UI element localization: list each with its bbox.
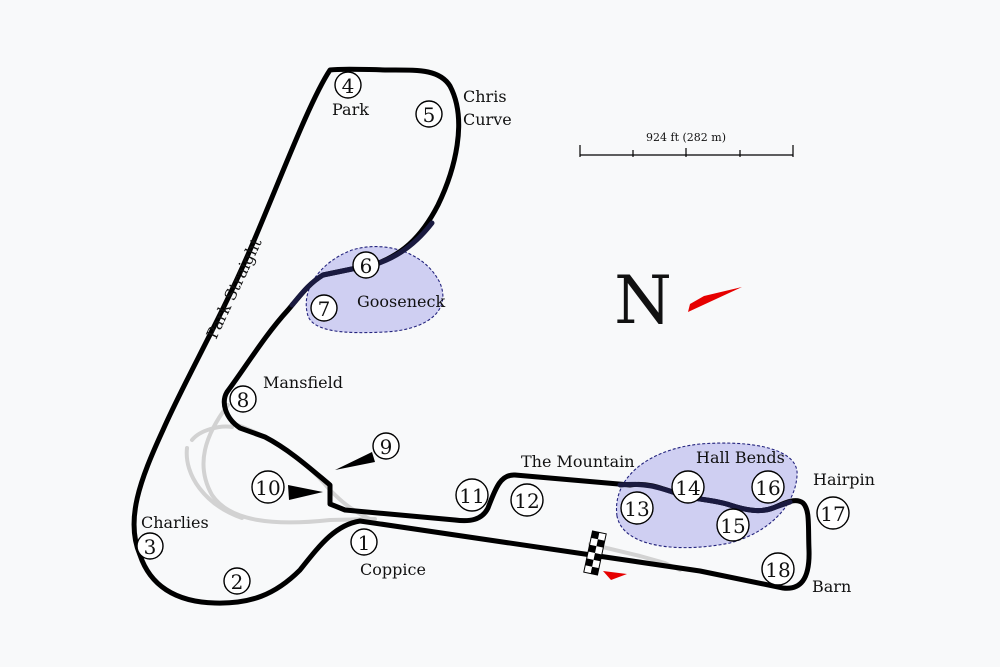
- turn-number: 12: [514, 489, 539, 513]
- turn-marker-16: [751, 470, 785, 504]
- turn-number: 2: [231, 570, 244, 594]
- turn-number: 13: [624, 497, 649, 521]
- turn-marker-1: [350, 528, 378, 556]
- turn-markers: [136, 71, 850, 595]
- turn-marker-3: [136, 532, 164, 560]
- turn-number: 6: [360, 254, 373, 278]
- turn-number: 15: [720, 514, 745, 538]
- track-dark-section-hall-bends: [617, 481, 793, 514]
- turn-marker-8: [229, 385, 257, 413]
- turn-marker-5: [415, 100, 443, 128]
- turn-number: 8: [237, 388, 250, 412]
- turn-marker-13: [620, 491, 654, 525]
- turn-number: 14: [675, 476, 700, 500]
- label-hairpin: Hairpin: [813, 470, 875, 489]
- turn-number: 1: [358, 531, 371, 555]
- label-hall-bends: Hall Bends: [696, 448, 785, 467]
- turn-marker-11: [455, 478, 489, 512]
- scale-bar: 924 ft (282 m): [579, 131, 794, 157]
- turn-marker-7: [310, 294, 338, 322]
- turn-number: 18: [765, 558, 790, 582]
- turn-marker-2: [223, 567, 251, 595]
- label-chris-curve-2: Curve: [463, 110, 512, 129]
- turn-number: 16: [755, 476, 780, 500]
- turn-marker-4: [334, 71, 362, 99]
- zones: [305, 246, 798, 549]
- label-chris-curve-1: Chris: [463, 87, 507, 106]
- zone-hall-bends: [615, 442, 798, 549]
- zone-gooseneck: [305, 246, 444, 334]
- turn-number: 5: [423, 103, 436, 127]
- label-charlies: Charlies: [141, 513, 209, 532]
- north-indicator: N: [614, 262, 742, 339]
- label-the-mountain: The Mountain: [521, 452, 635, 471]
- label-park-straight: Park Straight: [202, 235, 265, 342]
- corner-labels: Park Straight Park Chris Curve Gooseneck…: [141, 87, 875, 596]
- turn-marker-9: [372, 432, 400, 460]
- turn-number: 9: [380, 435, 393, 459]
- turn-numbers: 1 2 3 4 5 6 7 8 9 10 11 12 13 14 15 16 1…: [144, 74, 846, 594]
- turn-marker-15: [716, 508, 750, 542]
- turn-number: 11: [459, 484, 484, 508]
- turn-number: 4: [342, 74, 355, 98]
- turn-9-pointer-icon: [335, 452, 375, 470]
- start-finish-line: [583, 530, 627, 580]
- north-arrow-icon: [688, 287, 742, 312]
- label-park: Park: [332, 100, 369, 119]
- label-coppice: Coppice: [360, 560, 426, 579]
- turn-marker-10: [251, 470, 285, 504]
- turn-marker-12: [510, 483, 544, 517]
- turn-number: 3: [144, 535, 157, 559]
- turn-10-pointer-icon: [288, 485, 323, 500]
- north-label: N: [614, 262, 672, 339]
- label-gooseneck: Gooseneck: [357, 292, 445, 311]
- label-mansfield: Mansfield: [263, 373, 343, 392]
- label-barn: Barn: [812, 577, 851, 596]
- turn-marker-14: [671, 470, 705, 504]
- turn-number: 10: [255, 476, 280, 500]
- turn-marker-6: [352, 251, 380, 279]
- turn-number: 7: [318, 297, 331, 321]
- turn-marker-18: [761, 552, 795, 586]
- scale-bar-label: 924 ft (282 m): [646, 131, 726, 144]
- turn-number: 17: [820, 502, 845, 526]
- turn-marker-17: [816, 496, 850, 530]
- direction-arrow-icon: [603, 571, 627, 580]
